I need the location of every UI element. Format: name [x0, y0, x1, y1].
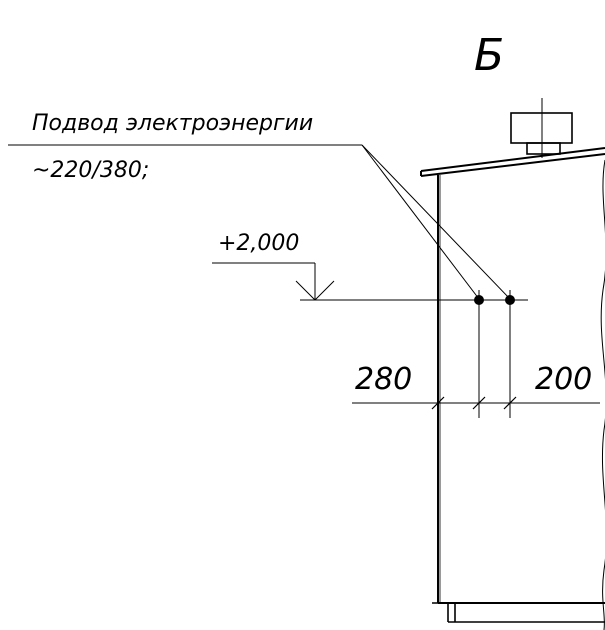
- elevation-mark-label: +2,000: [218, 231, 299, 256]
- dimension-value-left: 280: [355, 362, 412, 397]
- elevation-arrow-right: [314, 280, 335, 301]
- dim-tick-wall: [431, 396, 445, 410]
- break-line: [600, 159, 605, 630]
- leader-line-right: [361, 144, 511, 300]
- note-line-2: ~220/380;: [32, 158, 149, 183]
- note-line-1: Подвод электроэнергии: [32, 111, 313, 136]
- roof-slab: [420, 147, 605, 177]
- dimension-value-right: 200: [535, 362, 592, 397]
- leader-line-left: [361, 144, 480, 300]
- elevation-arrow-left: [295, 280, 316, 301]
- dim-tick-right: [503, 396, 517, 410]
- foundation: [432, 602, 605, 623]
- view-label: Б: [474, 30, 504, 81]
- dim-tick-left: [472, 396, 486, 410]
- roof-vent: [510, 98, 573, 158]
